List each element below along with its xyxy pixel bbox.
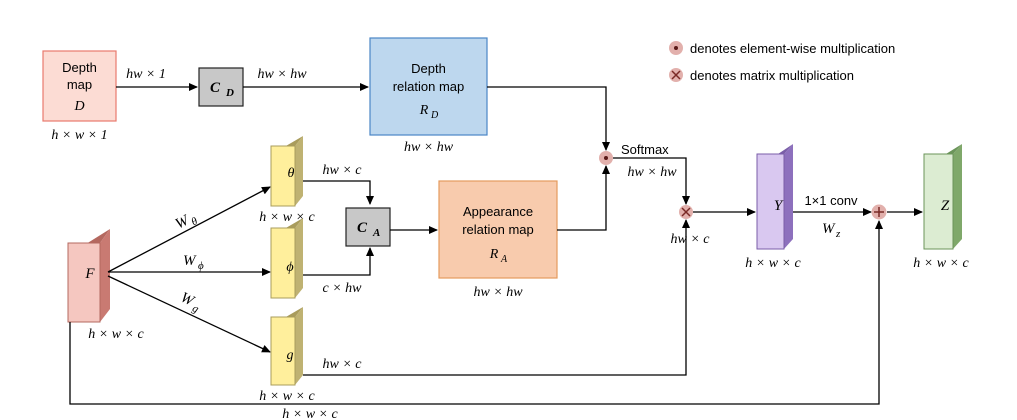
weight-g-label: W g — [178, 290, 201, 316]
w-phi-letter: W — [183, 253, 197, 269]
depth-relation-label-line2: relation map — [393, 79, 465, 94]
conv-weight-letter: W — [822, 221, 836, 237]
depth-relation-node: Depth relation map R D — [369, 37, 488, 136]
matmul-cross-icon — [681, 207, 691, 217]
depth-map-node: Depth map D — [42, 50, 117, 122]
phi-front — [270, 227, 296, 299]
input-f-dims: h × w × c — [88, 327, 144, 342]
g-front — [270, 316, 296, 386]
edge-g-to-matmul — [303, 219, 690, 376]
edge-depth-dims: hw × 1 — [126, 67, 166, 82]
conv-weight-label: W z — [822, 221, 841, 240]
ca-block: C A — [345, 207, 391, 247]
appearance-relation-label-line1: Appearance — [463, 204, 533, 219]
g-dims: h × w × c — [259, 389, 315, 404]
depth-relation-box — [369, 37, 488, 136]
phi-out-dims: c × hw — [323, 281, 363, 296]
input-f-node: F — [67, 229, 110, 323]
g-out-dims: hw × c — [323, 357, 363, 372]
theta-symbol: θ — [288, 166, 295, 181]
theta-dims: h × w × c — [259, 210, 315, 225]
conv-weight-subscript: z — [835, 228, 841, 240]
softmax-dims: hw × hw — [627, 165, 677, 180]
depth-relation-dims: hw × hw — [404, 140, 454, 155]
appearance-relation-box — [438, 180, 558, 279]
phi-side — [295, 218, 303, 298]
edge-softmax-to-matmul — [613, 157, 690, 205]
edge-appearance-to-elementwise — [557, 165, 610, 231]
elementwise-legend-icon — [669, 41, 683, 55]
skip-dims: h × w × c — [282, 407, 338, 420]
g-side — [295, 307, 303, 385]
weight-phi-label: W ϕ — [183, 253, 204, 272]
matmul-dims: hw × c — [671, 232, 711, 247]
elementwise-dot-icon — [674, 46, 678, 50]
g-node: g — [270, 307, 303, 386]
appearance-relation-dims: hw × hw — [473, 285, 523, 300]
theta-front — [270, 145, 296, 207]
appearance-relation-label-line2: relation map — [462, 222, 534, 237]
edge-theta-to-ca — [303, 180, 374, 205]
output-y-side — [784, 144, 793, 249]
appearance-relation-symbol: R — [489, 247, 499, 262]
theta-node: θ — [270, 136, 303, 207]
matrix-legend-icon — [669, 68, 683, 82]
conv-label: 1×1 conv — [804, 193, 858, 208]
cd-subscript: D — [225, 87, 234, 99]
depth-map-dims: h × w × 1 — [51, 128, 107, 143]
ca-subscript: A — [372, 227, 380, 239]
depth-map-box — [42, 50, 117, 122]
output-y-dims: h × w × c — [745, 256, 801, 271]
matmul-op-node — [679, 205, 693, 219]
edge-f-to-g — [107, 275, 271, 353]
cd-box — [198, 67, 244, 107]
depth-map-label-line2: map — [67, 77, 92, 92]
edge-skip-f-to-add — [69, 220, 883, 405]
output-y-symbol: Y — [774, 198, 784, 214]
matrix-cross-icon — [671, 70, 681, 80]
ca-letter: C — [357, 220, 368, 236]
depth-map-symbol: D — [73, 99, 84, 114]
depth-map-label-line1: Depth — [62, 60, 97, 75]
w-phi-subscript: ϕ — [198, 260, 204, 272]
w-g-subscript: g — [190, 302, 201, 315]
elementwise-op-node — [599, 151, 613, 165]
phi-node: ϕ — [270, 218, 303, 299]
depth-relation-symbol: R — [419, 103, 429, 118]
output-z-node: Z — [923, 144, 962, 250]
input-f-front — [67, 242, 101, 323]
depth-relation-subscript: D — [430, 110, 439, 121]
g-symbol: g — [287, 348, 294, 363]
appearance-relation-node: Appearance relation map R A — [438, 180, 558, 279]
ca-box — [345, 207, 391, 247]
w-theta-subscript: θ — [189, 215, 200, 228]
legend-elementwise-text: denotes element-wise multiplication — [690, 41, 895, 56]
output-z-front — [923, 153, 954, 250]
theta-side — [295, 136, 303, 206]
output-y-front — [756, 153, 785, 250]
input-f-symbol: F — [84, 266, 95, 282]
softmax-label: Softmax — [621, 142, 669, 157]
edge-phi-to-ca — [303, 247, 374, 276]
add-op-node — [871, 204, 887, 220]
phi-symbol: ϕ — [286, 260, 293, 275]
output-z-dims: h × w × c — [913, 256, 969, 271]
theta-out-dims: hw × c — [323, 163, 363, 178]
legend: denotes element-wise multiplication deno… — [669, 41, 895, 83]
cd-block: C D — [198, 67, 244, 107]
input-f-side — [100, 229, 110, 322]
output-z-side — [953, 144, 962, 249]
elementwise-node-dot-icon — [604, 156, 608, 160]
output-z-symbol: Z — [941, 198, 950, 214]
edge-f-to-theta — [107, 186, 271, 273]
output-y-node: Y — [756, 144, 793, 250]
add-plus-icon — [874, 207, 884, 217]
appearance-relation-subscript: A — [500, 254, 508, 265]
cd-letter: C — [210, 80, 221, 96]
edge-depth-relation-to-elementwise — [487, 86, 610, 151]
depth-relation-label-line1: Depth — [411, 61, 446, 76]
edge-cd-dims: hw × hw — [257, 67, 307, 82]
legend-matrix-text: denotes matrix multiplication — [690, 68, 854, 83]
